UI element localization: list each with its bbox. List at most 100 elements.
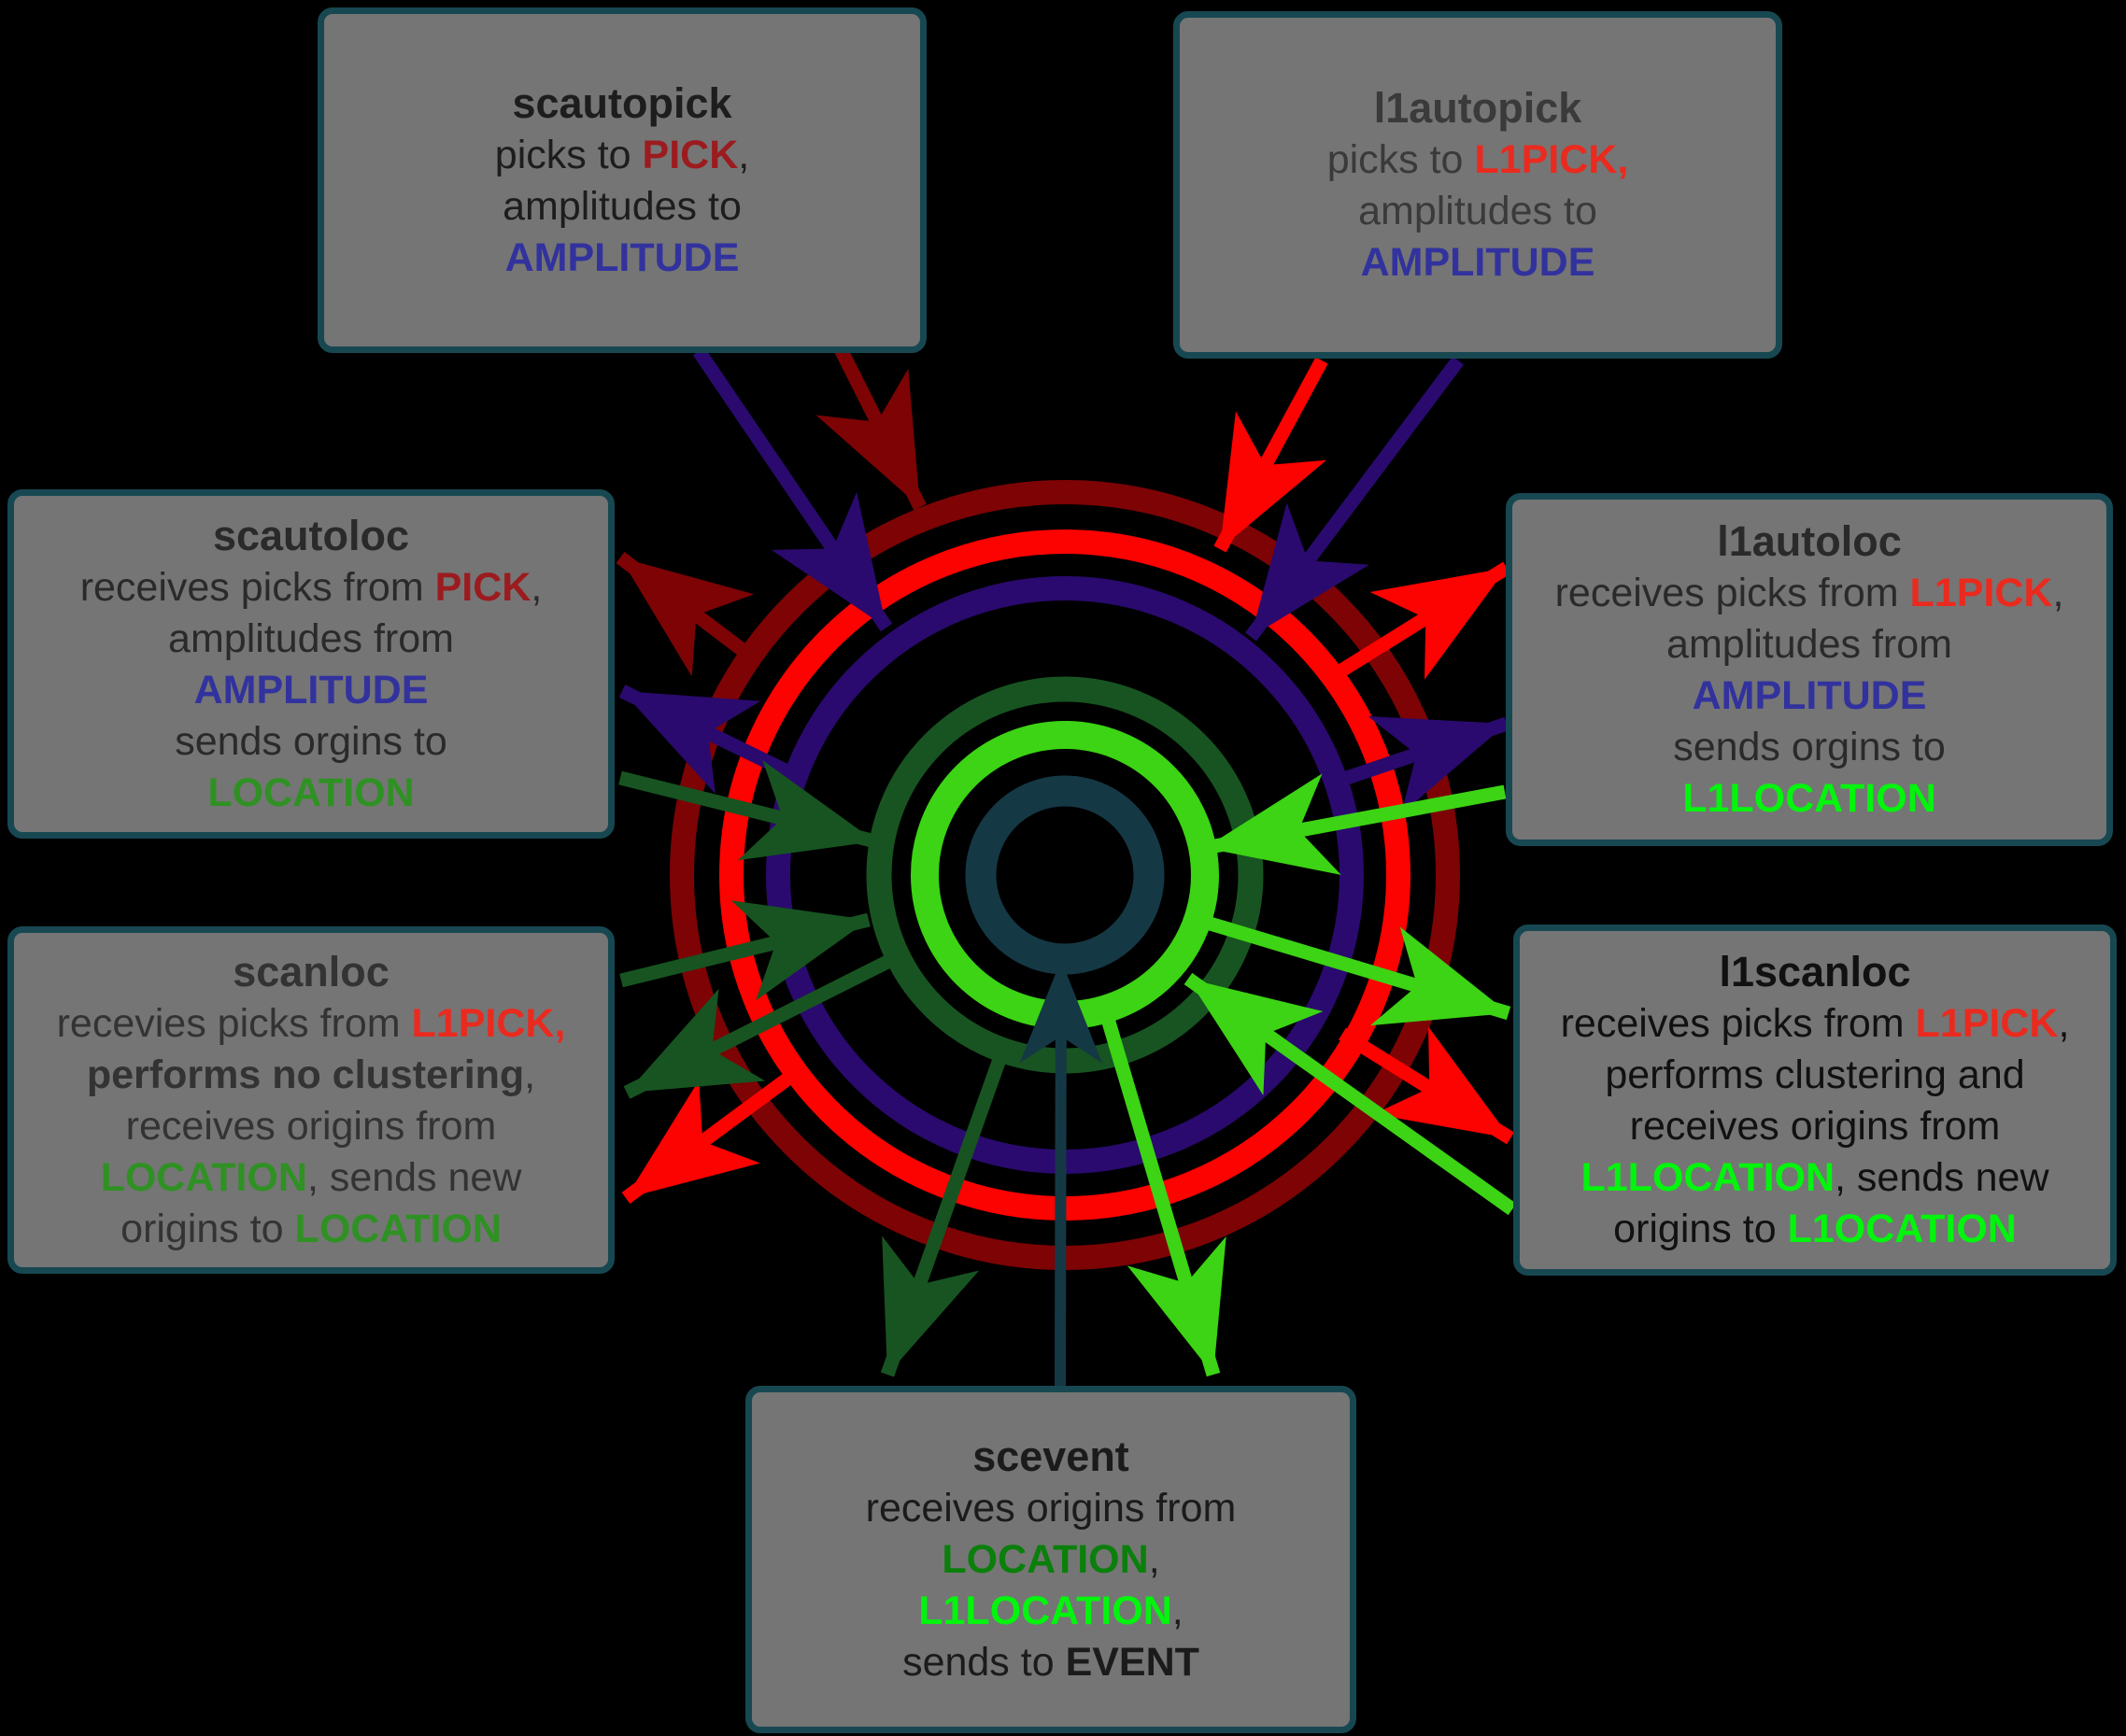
module-title: scanloc [233,947,390,995]
module-description-line: picks to L1PICK, [1327,134,1629,186]
text-segment: L1PICK [1909,570,2053,615]
module-description: recevies picks from L1PICK,performs no c… [57,998,566,1255]
module-description-line: amplitudes to [495,181,749,233]
text-segment: picks to [494,132,643,177]
text-segment: sends orgins to [175,718,447,764]
arrow-l1autopick-to-l1pick [1213,357,1328,553]
module-box-l1autopick: l1autopick picks to L1PICK,amplitudes to… [1173,11,1782,359]
arrow-l1location-to-scevent [1098,1007,1226,1377]
text-segment: PICK [434,564,532,610]
module-description-line: L1LOCATION [1555,773,2064,825]
text-segment: sends orgins to [1673,724,1946,769]
module-description-line: AMPLITUDE [1555,670,2064,722]
text-segment: LOCATION [100,1154,307,1200]
arrow-scanloc-to-location [619,900,871,1001]
module-description-line: origins to L1OCATION [1561,1204,2070,1255]
module-description: receives picks from L1PICK,amplitudes fr… [1555,568,2064,825]
arrow-location-to-scevent [880,1049,1010,1377]
module-description-line: AMPLITUDE [495,233,749,284]
module-description-line: LOCATION [80,768,543,819]
module-description-line: AMPLITUDE [80,665,543,716]
arrow-location-to-scanloc [623,951,900,1099]
arrow-l1autoloc-to-l1location [1203,773,1507,875]
text-segment: picks to [1326,136,1475,182]
module-box-scautoloc: scautoloc receives picks from PICK, ampli… [7,489,615,839]
module-title: l1autopick [1373,83,1582,132]
module-description-line: receives picks from L1PICK, [1561,998,2070,1050]
module-description-line: receives picks from L1PICK, [1555,568,2064,619]
text-segment: , sends new [1835,1154,2049,1200]
arrow-scautopick-to-pick [815,346,927,511]
text-segment: AMPLITUDE [193,667,429,713]
text-segment: receives picks from [79,564,435,610]
module-title: l1scanloc [1719,947,1911,995]
text-segment: PICK [642,132,739,177]
module-box-l1autoloc: l1autoloc receives picks from L1PICK,amp… [1506,493,2113,846]
text-segment: origins to [1613,1206,1788,1251]
arrow-l1autopick-to-amplitude [1245,356,1464,642]
text-segment: LOCATION [294,1206,502,1251]
module-description-line: amplitudes to [1327,186,1629,237]
module-title: scautoloc [212,511,410,559]
text-segment: LOCATION [207,769,415,815]
text-segment: performs no clustering [86,1051,525,1097]
module-description-line: performs no clustering, [57,1050,566,1101]
module-description-line: sends to EVENT [866,1637,1237,1688]
text-segment: AMPLITUDE [1360,239,1595,285]
text-segment: receives origins from [1629,1103,2001,1149]
module-description: picks to PICK, amplitudes to AMPLITUDE [495,130,749,284]
arrow-l1scanloc-to-l1location [1183,972,1517,1216]
module-description-line: LOCATION, sends new [57,1152,566,1204]
module-description-line: receives origins from [1561,1101,2070,1152]
module-title: scautopick [512,78,732,127]
module-description-line: L1LOCATION, [866,1586,1237,1637]
text-segment: amplitudes from [1666,621,1952,667]
text-segment: LOCATION [942,1537,1149,1582]
text-segment: L1LOCATION [918,1588,1172,1633]
text-segment: amplitudes to [503,183,742,229]
arrow-pick-to-scautoloc [616,552,755,677]
module-title: scevent [972,1433,1129,1480]
module-description-line: performs clustering and [1561,1050,2070,1101]
module-box-scanloc: scanloc recevies picks from L1PICK,perfo… [7,926,615,1274]
text-segment: L1PICK, [1474,136,1629,182]
text-segment: AMPLITUDE [504,234,740,280]
module-description: receives picks from PICK, amplitudes from… [80,562,543,819]
text-segment: , [2058,1000,2070,1046]
module-description-line: AMPLITUDE [1327,237,1629,289]
text-segment: L1PICK, [411,1000,566,1046]
text-segment: L1OCATION [1787,1206,2017,1251]
text-segment: AMPLITUDE [1692,672,1927,718]
text-segment: sends to [902,1640,1066,1685]
module-title: l1autoloc [1717,516,1902,565]
arrow-amplitude-to-l1autoloc [1333,716,1509,814]
text-segment: amplitudes from [168,615,454,661]
module-description-line: origins to LOCATION [57,1204,566,1255]
arrow-scevent-to-event [1019,959,1102,1387]
module-description-line: amplitudes from [80,614,543,665]
text-segment: L1LOCATION [1580,1154,1835,1200]
text-segment: receives origins from [865,1486,1237,1531]
module-box-scautopick: scautopick picks to PICK, amplitudes to AM… [318,7,927,353]
arrow-scautoloc-to-location [618,760,877,861]
text-segment: , [531,564,543,610]
text-segment: , [1148,1537,1160,1582]
text-segment: amplitudes to [1358,188,1597,233]
module-description-line: L1LOCATION, sends new [1561,1152,2070,1204]
arrow-l1pick-to-l1autoloc [1327,561,1510,684]
text-segment: L1PICK [1915,1000,2059,1046]
text-segment: , [738,132,750,177]
text-segment: origins to [120,1206,295,1251]
text-segment: performs clustering and [1605,1051,2025,1097]
module-description-line: sends orgins to [80,716,543,768]
text-segment: , [2052,570,2064,615]
module-description-line: receives origins from [57,1101,566,1152]
module-description-line: sends orgins to [1555,722,2064,773]
ring-event [965,775,1165,975]
text-segment: , [524,1051,536,1097]
